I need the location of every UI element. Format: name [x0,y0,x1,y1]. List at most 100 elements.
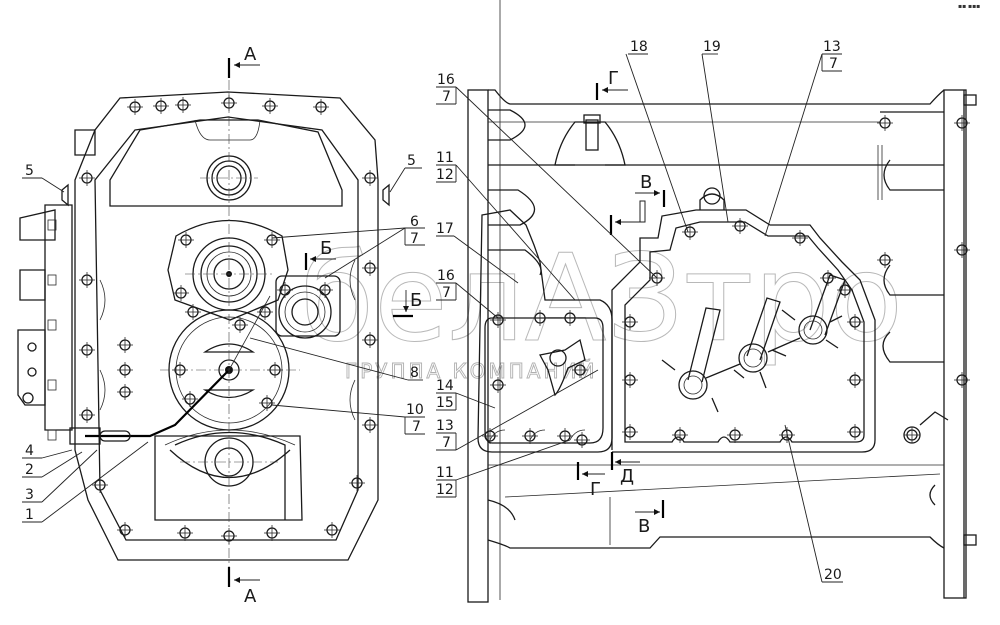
bolt-hole-icon [847,314,863,330]
svg-text:14: 14 [436,378,454,394]
bolt-hole-icon [173,285,189,301]
callout-20: 20 [784,424,843,583]
bolt-hole-icon [877,115,893,131]
svg-text:11: 11 [436,465,454,481]
svg-text:3: 3 [25,487,34,503]
bolt-hole-icon [317,282,333,298]
svg-text:7: 7 [442,89,451,105]
section-label-b-lower: Б [410,290,422,311]
svg-text:16: 16 [437,72,455,88]
svg-text:1: 1 [25,507,34,523]
bolt-hole-icon [182,391,198,407]
bolt-hole-icon [127,99,143,115]
bolt-hole-icon [954,115,970,131]
bolt-hole-icon [185,304,201,320]
callout-4: 4 [22,443,73,459]
bolt-hole-icon [574,432,590,448]
corner-mark: ▪▪ ▪▪▪ [958,3,980,10]
bolt-hole-icon [562,310,578,326]
bolt-hole-icon [904,427,920,443]
right-view-bolts [482,115,970,448]
bolt-hole-icon [727,427,743,443]
bolt-hole-icon [117,384,133,400]
callout-13-7-low: 13 7 [436,369,599,451]
section-marker-v-sub [609,215,640,235]
svg-text:7: 7 [442,435,451,451]
bolt-hole-icon [313,99,329,115]
svg-text:20: 20 [824,567,842,583]
bolt-hole-icon [153,98,169,114]
section-label-g-bottom: Г [590,479,601,500]
section-label-v-mid: В [640,172,652,193]
callout-5-left: 5 [22,163,65,193]
bolt-hole-icon [837,282,853,298]
callout-2: 2 [22,451,83,478]
bolt-hole-icon [847,424,863,440]
svg-text:5: 5 [25,163,34,179]
bolt-hole-icon [117,362,133,378]
svg-text:19: 19 [703,39,721,55]
bolt-hole-icon [117,337,133,353]
callout-18: 18 [625,39,689,233]
section-label-a-top: А [244,44,257,65]
bolt-hole-icon [792,230,808,246]
svg-text:18: 18 [630,39,648,55]
section-marker-v-bottom: В [635,500,665,537]
bolt-hole-icon [92,477,108,493]
callout-16-7-top: 16 7 [436,72,658,279]
bolt-hole-icon [349,475,365,491]
svg-text:2: 2 [25,462,34,478]
svg-text:13: 13 [823,39,841,55]
callout-5-right: 5 [389,153,422,193]
svg-text:7: 7 [829,56,838,72]
bolt-hole-icon [178,232,194,248]
svg-text:13: 13 [436,418,454,434]
bolt-hole-icon [257,304,273,320]
callout-3: 3 [22,449,98,503]
callout-6-7: 6 7 [271,214,425,279]
callout-14-15: 14 15 [436,378,496,411]
section-label-d: Д [620,466,634,487]
bolt-hole-icon [79,407,95,423]
bolt-hole-icon [820,270,836,286]
bolt-hole-icon [877,252,893,268]
watermark-tagline: ГРУППА КОМПАНИЙ [345,359,597,383]
bolt-hole-icon [732,218,748,234]
svg-text:16: 16 [437,268,455,284]
bolt-hole-icon [557,428,573,444]
callout-11-12-top: 11 12 [436,150,576,301]
callout-16-7-mid: 16 7 [436,268,499,319]
bolt-hole-icon [324,522,340,538]
bolt-hole-icon [954,242,970,258]
bolt-hole-icon [532,310,548,326]
svg-text:7: 7 [442,285,451,301]
bolt-hole-icon [79,272,95,288]
section-marker-b-upper: Б [304,238,336,270]
callout-17: 17 [436,221,519,284]
bolt-hole-icon [362,260,378,276]
section-marker-g-top: Г [595,68,628,100]
bolt-hole-icon [522,428,538,444]
bolt-hole-icon [672,427,688,443]
section-marker-v-mid: В [635,172,666,207]
section-label-g-top: Г [608,68,619,89]
callout-8: 8 [249,337,423,381]
bolt-hole-icon [362,417,378,433]
callout-13-7-top: 13 7 [764,39,842,237]
watermark-brand: белАЗтро [300,230,903,369]
section-marker-a-bottom: А [227,567,260,607]
svg-text:7: 7 [410,231,419,247]
svg-text:7: 7 [412,419,421,435]
bolt-hole-icon [79,342,95,358]
section-marker-b-lower: Б [393,290,422,318]
bolt-hole-icon [622,424,638,440]
left-view-centerlines [160,80,300,575]
bolt-hole-icon [362,332,378,348]
callout-1: 1 [22,441,149,523]
section-marker-d: Д [610,452,640,487]
bolt-hole-icon [362,170,378,186]
section-label-v-bottom: В [638,516,650,537]
svg-text:15: 15 [436,395,454,411]
section-label-a-bottom: А [244,586,257,607]
